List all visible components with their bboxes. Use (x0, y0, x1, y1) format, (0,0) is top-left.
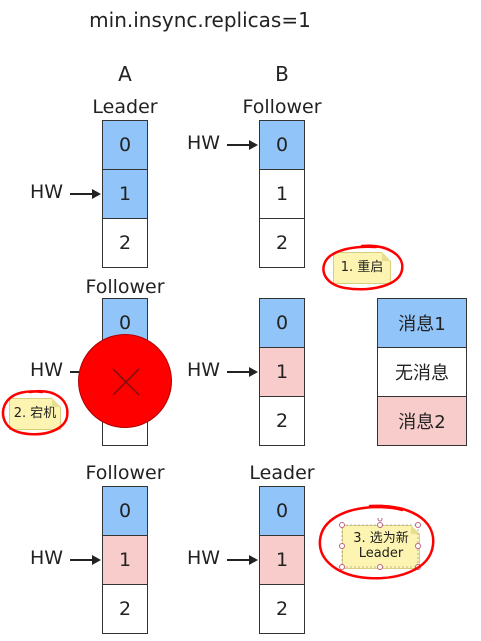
hw-label: HW (187, 132, 221, 154)
handle-icon (377, 522, 383, 528)
handle-icon (415, 522, 421, 528)
arrow-line (70, 559, 92, 561)
hw-label: HW (187, 547, 221, 569)
crash-ring (1, 389, 69, 436)
stage3-a-role: Follower (85, 462, 165, 484)
stage1-a-role: Leader (92, 96, 158, 118)
arrow-head-icon (92, 189, 101, 199)
arrow-head-icon (92, 555, 101, 565)
handle-icon (377, 564, 383, 570)
stage3-a-log: 0 1 2 (102, 486, 148, 634)
elect-note-line2: Leader (358, 546, 404, 561)
stage3-b-log: 0 1 2 (259, 486, 305, 634)
restart-ring (322, 244, 404, 291)
stage1-a-log: 0 1 2 (102, 120, 148, 268)
log-cell: 2 (102, 218, 148, 268)
rotate-handle-icon (377, 518, 383, 522)
log-cell: 2 (259, 396, 305, 446)
log-cell: 1 (259, 169, 305, 219)
stage2-b-log: 0 1 2 (259, 298, 305, 446)
arrow-line (227, 371, 249, 373)
log-cell: 2 (259, 584, 305, 634)
log-cell: 1 (259, 347, 305, 397)
legend-message1: 消息1 (377, 298, 467, 348)
elect-note-line1: 3. 选为新 (353, 531, 409, 547)
diagram-title: min.insync.replicas=1 (89, 8, 311, 32)
stage1-b-hw-marker: HW (187, 132, 258, 154)
stage1-b-role: Follower (242, 96, 322, 118)
hw-label: HW (30, 547, 64, 569)
hw-label: HW (30, 359, 64, 381)
hw-label: HW (30, 181, 64, 203)
restart-note: 1. 重启 (333, 252, 391, 284)
handle-icon (415, 543, 421, 549)
arrow-head-icon (249, 140, 258, 150)
crash-note: 2. 宕机 (9, 398, 61, 430)
cross-icon (112, 368, 140, 396)
stage2-a-role: Follower (85, 276, 165, 298)
arrow-line (227, 144, 249, 146)
stage2-b-hw-marker: HW (187, 359, 258, 381)
handle-icon (339, 564, 345, 570)
legend: 消息1 无消息 消息2 (377, 298, 467, 446)
elect-ring (318, 504, 435, 580)
column-b-label: B (275, 62, 289, 86)
stage1-b-log: 0 1 2 (259, 120, 305, 268)
column-a-label: A (118, 62, 132, 86)
stage1-a-hw-marker: HW (30, 181, 101, 203)
handle-icon (339, 543, 345, 549)
arrow-line (227, 559, 249, 561)
stage3-b-hw-marker: HW (187, 547, 258, 569)
legend-message2: 消息2 (377, 396, 467, 446)
stage3-b-role: Leader (249, 462, 315, 484)
log-cell: 2 (102, 584, 148, 634)
log-cell: 0 (259, 298, 305, 348)
hw-label: HW (187, 359, 221, 381)
log-cell: 0 (259, 120, 305, 170)
arrow-line (70, 193, 92, 195)
log-cell: 2 (259, 218, 305, 268)
stage3-a-hw-marker: HW (30, 547, 101, 569)
arrow-head-icon (249, 555, 258, 565)
legend-no-message: 无消息 (377, 347, 467, 397)
log-cell: 0 (259, 486, 305, 536)
log-cell: 1 (102, 169, 148, 219)
crash-icon (78, 334, 172, 428)
arrow-head-icon (249, 367, 258, 377)
handle-icon (339, 522, 345, 528)
